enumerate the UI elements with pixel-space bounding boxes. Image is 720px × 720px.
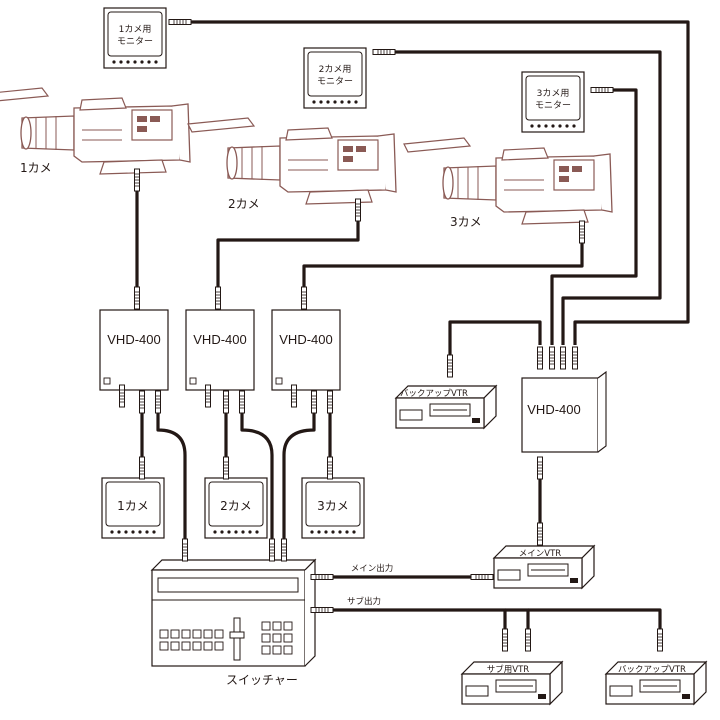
camera-monitor-2: 2カメ用 モニター — [303, 47, 367, 109]
cable-sub-out — [330, 608, 507, 630]
converter-2: VHD-400 — [185, 309, 255, 391]
camera-monitor-1-label-1: 1カメ用 — [119, 24, 152, 35]
camera-monitor-1-label-2: モニター — [117, 36, 153, 47]
bnc-connector — [579, 220, 585, 244]
preview-monitor-3-label: 3カメ — [317, 499, 349, 513]
bnc-connector — [301, 286, 307, 310]
camera-1: 1カメ — [0, 87, 191, 175]
bnc-connector — [310, 574, 334, 580]
t-bar-handle — [229, 631, 245, 639]
camera-2-label: 2カメ — [228, 197, 260, 211]
sub-out-label: サブ出力 — [347, 596, 381, 607]
switcher-label: スイッチャー — [226, 673, 298, 687]
camcorder-icon — [403, 137, 613, 225]
preview-monitor-3: 3カメ — [301, 477, 365, 539]
bnc-connector — [291, 384, 297, 408]
bnc-connector — [572, 346, 578, 370]
bnc-connector — [537, 522, 543, 546]
bnc-connector — [311, 390, 317, 414]
switcher: スイッチャー — [150, 558, 317, 687]
bnc-connector — [281, 538, 287, 562]
preview-monitor-1-label: 1カメ — [117, 499, 149, 513]
bnc-connector — [119, 384, 125, 408]
camera-1-label: 1カメ — [20, 161, 52, 175]
switcher-buttons — [159, 621, 293, 655]
preview-monitor-2: 2カメ — [204, 477, 268, 539]
bnc-connector — [134, 286, 140, 310]
bnc-connector — [537, 456, 543, 480]
cable-cam2-out — [216, 212, 360, 300]
bnc-connector — [223, 390, 229, 414]
cable-backup-vtr-top — [448, 320, 542, 355]
sub-vtr-label: サブ用VTR — [487, 664, 530, 675]
bnc-connector — [239, 390, 245, 414]
cable-sub-backup — [528, 608, 662, 640]
bnc-connector — [447, 354, 453, 378]
main-out-label: メイン出力 — [351, 563, 394, 574]
bnc-connector — [310, 607, 334, 613]
camera-monitor-2-label-2: モニター — [317, 76, 353, 87]
bnc-connector — [139, 390, 145, 414]
bnc-connector — [269, 538, 275, 562]
bnc-connector — [182, 538, 188, 562]
bnc-connector — [470, 574, 494, 580]
bnc-connector — [502, 628, 508, 652]
cable-sub-split — [505, 608, 530, 630]
camera-monitor-3: 3カメ用 モニター — [521, 71, 585, 133]
main-vtr-label: メインVTR — [519, 549, 562, 559]
converter-4: VHD-400 — [521, 370, 607, 453]
cable-conv3-switcher — [282, 405, 316, 545]
sub-vtr: サブ用VTR — [461, 661, 563, 705]
main-vtr: メインVTR — [493, 545, 595, 589]
bnc-connector — [590, 87, 614, 93]
bnc-connector — [327, 456, 333, 480]
converter-3: VHD-400 — [271, 309, 341, 391]
converter-4-label: VHD-400 — [527, 402, 580, 417]
cable-cam3-out — [302, 232, 584, 300]
camcorder-icon — [187, 117, 397, 205]
bnc-connector — [560, 346, 566, 370]
backup-vtr-2: バックアップVTR — [605, 661, 707, 705]
bnc-connector — [355, 198, 361, 222]
backup-vtr-2-label: バックアップVTR — [618, 665, 686, 675]
backup-vtr-1-label: バックアップVTR — [400, 389, 468, 399]
bnc-connector — [549, 346, 555, 370]
cable-cam1-monitor — [188, 20, 690, 345]
backup-vtr-1: バックアップVTR — [395, 385, 497, 429]
bnc-connector — [168, 19, 192, 25]
bnc-connector — [223, 456, 229, 480]
camera-monitor-3-label-1: 3カメ用 — [537, 88, 570, 99]
camera-monitor-2-label-1: 2カメ用 — [319, 64, 352, 75]
bnc-connector — [327, 390, 333, 414]
cable-conv2-switcher — [240, 405, 274, 545]
camera-3: 3カメ — [403, 137, 613, 229]
converter-2-label: VHD-400 — [193, 332, 246, 347]
bnc-connector — [134, 168, 140, 192]
cable-cam3-monitor — [550, 88, 638, 345]
bnc-connector — [657, 628, 663, 652]
converter-3-label: VHD-400 — [279, 332, 332, 347]
preview-monitor-1: 1カメ — [101, 477, 165, 539]
camera-monitor-1: 1カメ用 モニター — [103, 7, 167, 69]
cable-conv1-switcher — [156, 405, 187, 545]
camera-monitor-3-label-2: モニター — [535, 100, 571, 111]
bnc-connector — [155, 390, 161, 414]
bnc-connector — [139, 456, 145, 480]
cable-cam2-monitor — [392, 50, 662, 345]
bnc-connector — [525, 628, 531, 652]
bnc-connector — [537, 346, 543, 370]
bnc-connector — [372, 49, 396, 55]
converter-1-label: VHD-400 — [107, 332, 160, 347]
converter-1: VHD-400 — [99, 309, 169, 391]
camera-2: 2カメ — [187, 117, 397, 211]
bnc-connector — [205, 384, 211, 408]
bnc-connector — [215, 286, 221, 310]
camera-3-label: 3カメ — [450, 215, 482, 229]
preview-monitor-2-label: 2カメ — [220, 499, 252, 513]
